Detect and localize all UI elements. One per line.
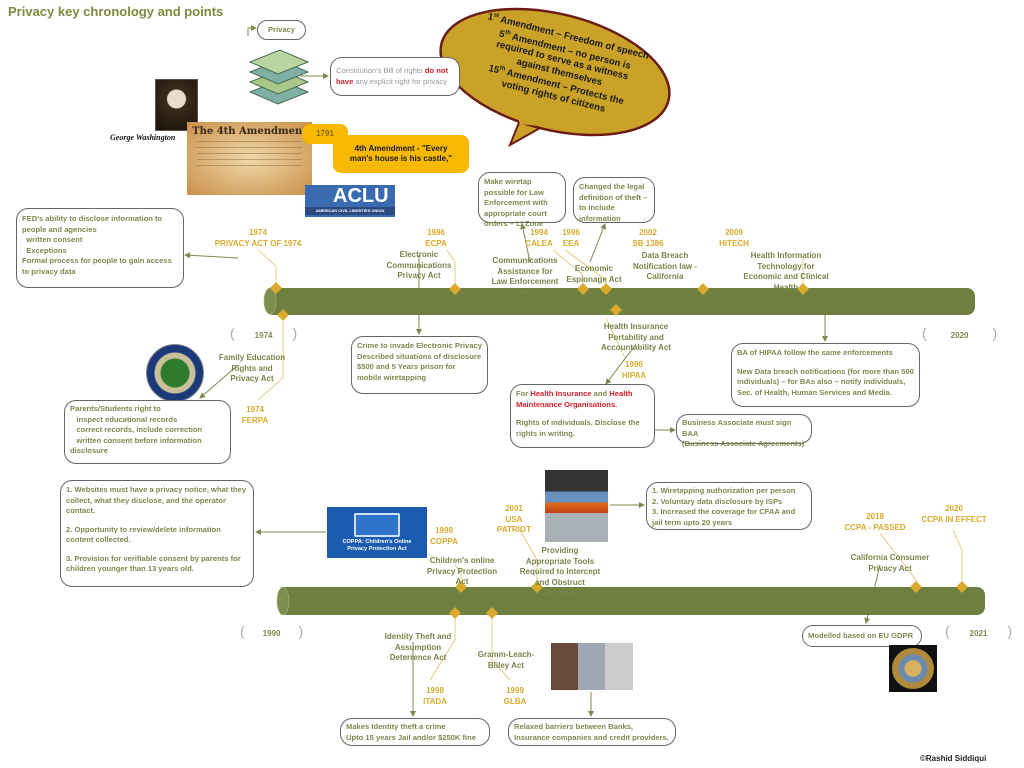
speech-bubble	[439, 7, 671, 148]
event-sb1386-name: Data Breach Notification law - Californi…	[633, 251, 697, 281]
diamond-1999	[486, 607, 498, 619]
diamond-2018	[910, 581, 922, 593]
timeline-bar-bottom	[278, 587, 985, 615]
event-ferpa-name: Family Education Rights and Privacy Act	[218, 353, 286, 383]
fourth-amendment-parchment: The 4th Amendment	[187, 122, 312, 195]
event-ecpa-name: Electronic Communications Privacy Act	[386, 250, 452, 280]
diamond-1974-privacy-act	[270, 282, 282, 294]
diamond-1998-coppa	[455, 581, 467, 593]
washington-signature: George Washington	[110, 133, 176, 142]
timeline1-start: (1974)	[230, 325, 298, 341]
hipaa-details-box: For Health Insurance and Health Maintena…	[510, 384, 655, 448]
diamond-2001	[531, 581, 543, 593]
theft-definition-box: Changed the legal definition of theft – …	[573, 177, 655, 223]
diamond-1994	[577, 283, 589, 295]
event-hipaa-name: Health Insurance Portability and Account…	[601, 322, 671, 352]
diamond-2009	[797, 283, 809, 295]
diamond-1996-hipaa	[610, 304, 622, 316]
california-seal	[889, 645, 937, 692]
hitech-details-box: BA of HIPAA follow the same enforcements…	[731, 343, 920, 407]
copyright: ©Rashid Siddiqui	[920, 754, 987, 763]
aclu-logo: ACLU AMERICAN CIVIL LIBERTIES UNION	[305, 185, 395, 217]
timeline2-start: (1990)	[240, 623, 304, 639]
page-title: Privacy key chronology and points	[8, 4, 224, 19]
baa-box: Business Associate must sign BAA(Busines…	[676, 414, 812, 448]
event-eea-name: Economic Espionage Act	[566, 264, 622, 284]
ferpa-details-box: Parents/Students right to inspect educat…	[64, 400, 231, 464]
fourth-amendment-box: 4th Amendment - "Every man's house is hi…	[333, 135, 469, 173]
coppa-image: COPPA: Children's Online Privacy Protect…	[327, 507, 427, 558]
diamond-2002	[697, 283, 709, 295]
books-icon	[248, 49, 310, 105]
event-hitech-name: Health Information Technology for Econom…	[743, 251, 829, 292]
gdpr-box: Modelled based on EU GDPR	[802, 625, 922, 647]
glba-sponsors-photo	[551, 643, 633, 690]
diamond-2020	[956, 581, 968, 593]
glba-details-box: Relaxed barriers between Banks, Insuranc…	[508, 718, 676, 746]
diamond-1974-ferpa	[277, 309, 289, 321]
diamond-1996-eea	[600, 283, 612, 295]
wiretap-box: Make wiretap possible for Law Enforcemen…	[478, 172, 566, 228]
diamond-1998-itada	[449, 607, 461, 619]
timeline1-end: (2020)	[922, 325, 998, 341]
year-1791-tag: 1791	[302, 124, 348, 144]
september-11-photo	[545, 470, 608, 542]
fed-disclosure-box: FED's ability to disclose information to…	[16, 208, 184, 288]
timeline-diamonds	[270, 282, 968, 619]
event-coppa-name: Children's online Privacy Protection Act	[426, 556, 498, 586]
timeline-bar-top	[265, 288, 975, 315]
timeline2-end: (2021)	[945, 623, 1013, 639]
event-glba-name: Gramm-Leach-Bliley Act	[477, 650, 535, 670]
privacy-node: Privacy	[257, 20, 306, 40]
bill-of-rights-box: Constitution's Bill of rights do not hav…	[330, 57, 460, 96]
event-ccpa-name: California Consumer Privacy Act	[850, 553, 930, 573]
diamond-1986	[449, 283, 461, 295]
event-calea-name: Communications Assistance for Law Enforc…	[491, 256, 559, 297]
department-of-education-seal	[146, 344, 204, 402]
coppa-details-box: 1. Websites must have a privacy notice, …	[60, 480, 254, 587]
event-itada-name: Identity Theft and Assumption Deterrence…	[384, 632, 452, 662]
event-patriot-name: Providing Appropriate Tools Required to …	[519, 546, 601, 597]
